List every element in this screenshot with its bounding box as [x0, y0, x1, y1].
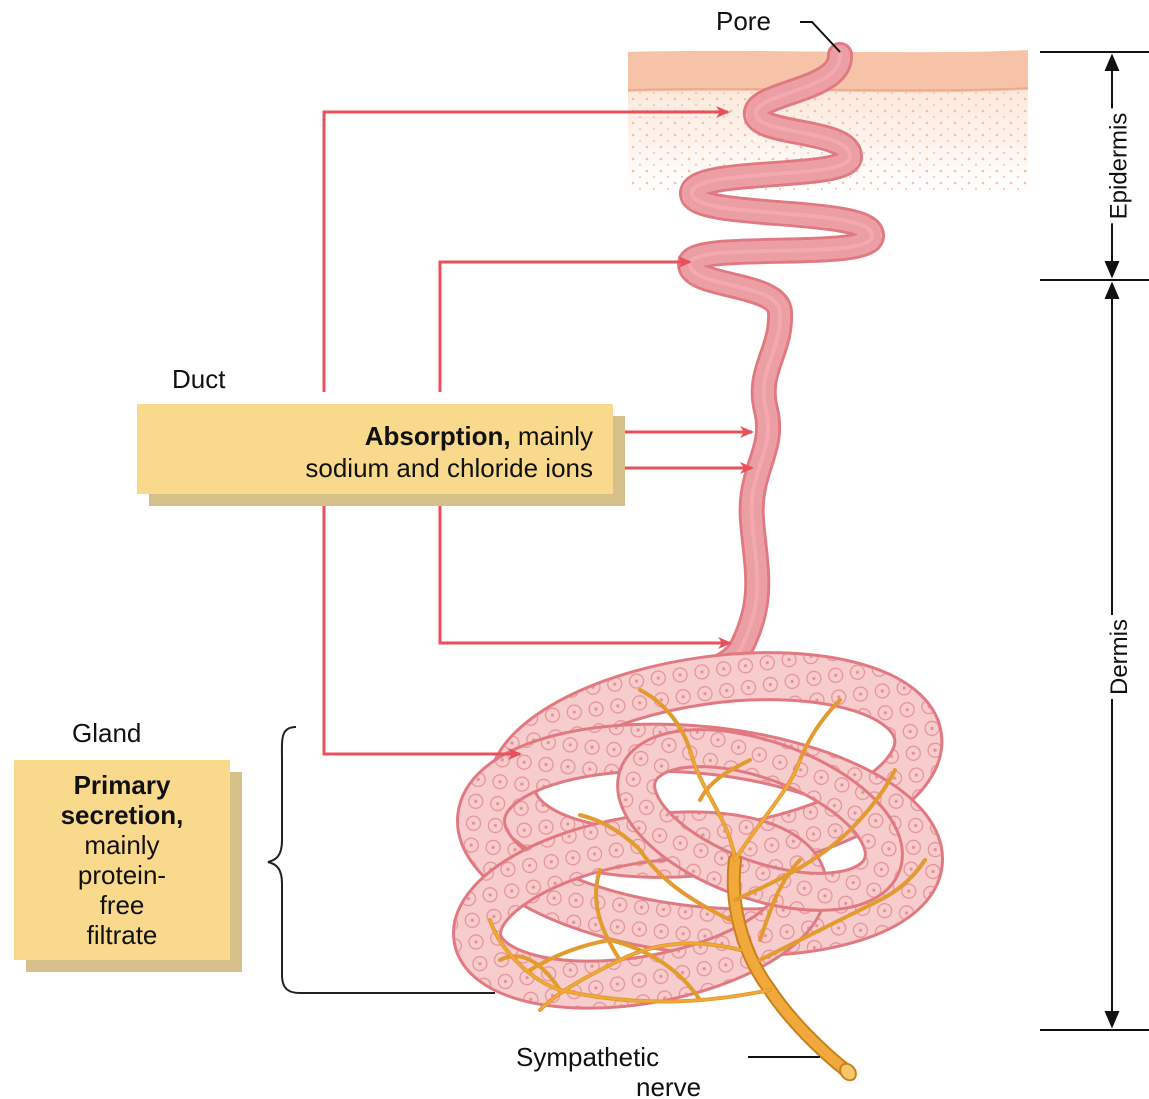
- dermis-label: Dermis: [1106, 615, 1134, 699]
- nerve-label-line1: Sympathetic: [516, 1044, 659, 1070]
- absorption-line2: sodium and chloride ions: [305, 453, 593, 484]
- secretion-line3: mainly: [14, 830, 230, 860]
- absorption-bold: Absorption,: [365, 421, 511, 451]
- absorption-rest: mainly: [511, 421, 593, 451]
- gland-label: Gland: [72, 720, 141, 746]
- secretion-box: Primary secretion, mainly protein- free …: [14, 760, 230, 960]
- epidermis-label: Epidermis: [1105, 109, 1133, 224]
- secretion-line4: protein-: [14, 860, 230, 890]
- pore-label: Pore: [716, 8, 771, 34]
- absorption-line1: Absorption, mainly: [365, 421, 593, 452]
- secretion-line1: Primary: [14, 770, 230, 800]
- duct-label: Duct: [172, 366, 225, 392]
- absorption-box: Absorption, mainly sodium and chloride i…: [137, 404, 613, 494]
- nerve-label-line2: nerve: [636, 1074, 701, 1099]
- secretion-line5: free: [14, 890, 230, 920]
- secretion-line6: filtrate: [14, 920, 230, 950]
- sweat-gland-coil: [465, 652, 929, 1007]
- secretion-line2: secretion,: [14, 800, 230, 830]
